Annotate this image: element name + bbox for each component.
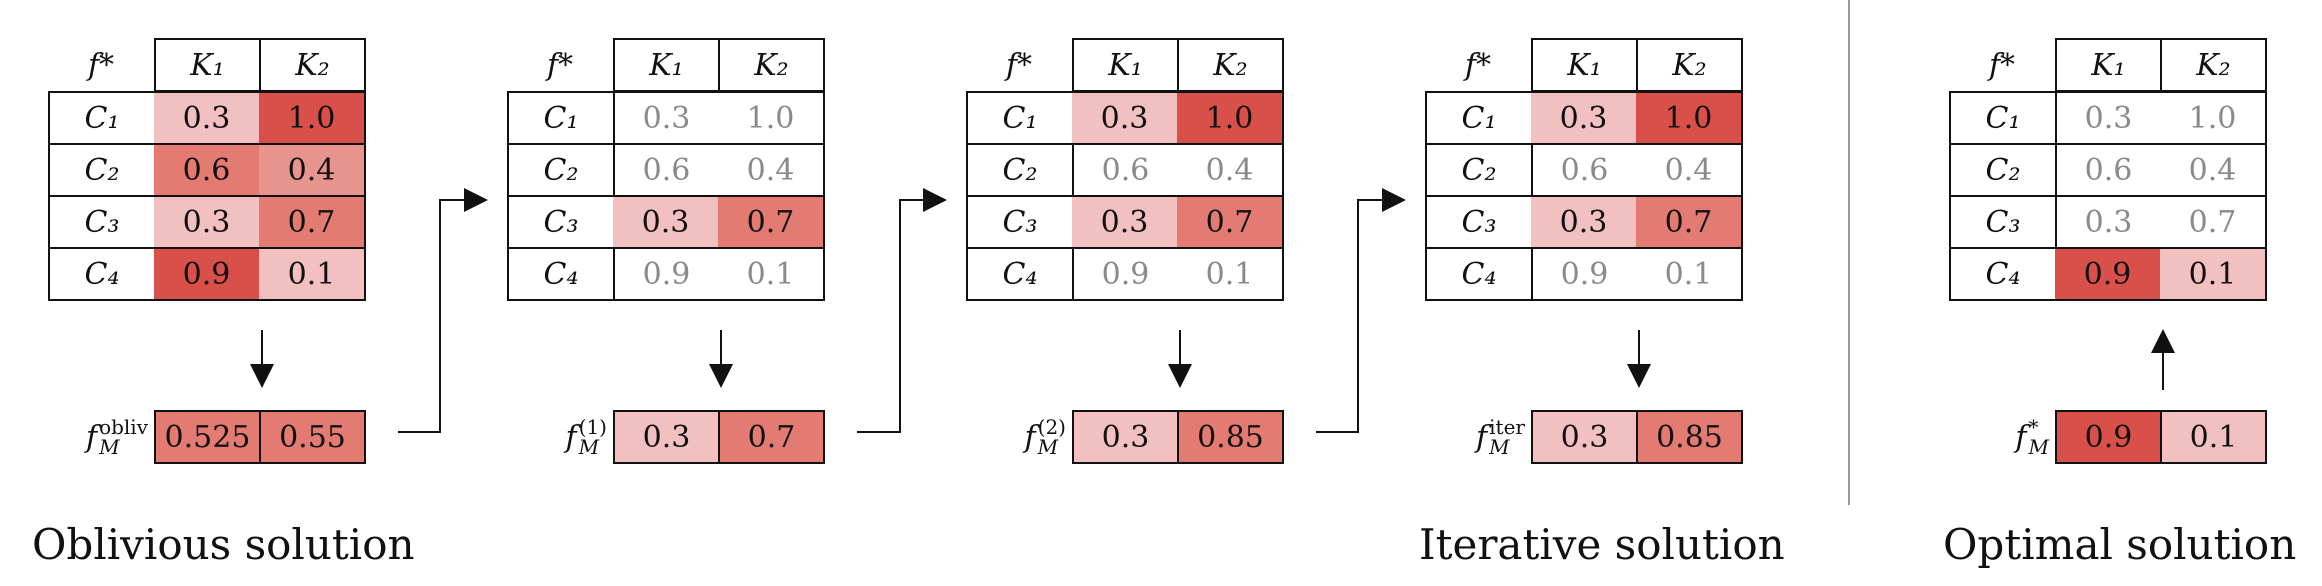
row-label-c3: C₃: [48, 195, 156, 249]
cell-c4-k1: 0.9: [154, 247, 261, 301]
row-label-c1: C₁: [1949, 91, 2057, 145]
corner-label: f*: [1988, 47, 2016, 83]
section-divider: [1848, 0, 1850, 505]
col-header-k2: K₂: [2160, 38, 2267, 92]
caption-optimal: Optimal solution: [1943, 520, 2297, 569]
cell-c3-k1: 0.3: [2055, 195, 2162, 249]
row-label-c2: C₂: [1425, 143, 1533, 197]
cell-c2-k1: 0.6: [613, 143, 720, 197]
cell-c1-k2: 1.0: [1177, 91, 1284, 145]
cell-c1-k1: 0.3: [2055, 91, 2162, 145]
col-header-k1: K₁: [1072, 38, 1179, 92]
col-header-k1: K₁: [2055, 38, 2162, 92]
row-label-c3: C₃: [1425, 195, 1533, 249]
row-label-c2: C₂: [966, 143, 1074, 197]
output-label: f(1)M: [565, 415, 607, 459]
row-label-c3: C₃: [1949, 195, 2057, 249]
cell-c4-k2: 0.1: [718, 247, 825, 301]
elbow-arrow-2: [857, 188, 947, 433]
row-label-c4: C₄: [1425, 247, 1533, 301]
cell-c3-k1: 0.3: [1531, 195, 1638, 249]
row-label-c1: C₁: [48, 91, 156, 145]
cell-c3-k1: 0.3: [154, 195, 261, 249]
row-label-c3: C₃: [507, 195, 615, 249]
row-label-c4: C₄: [1949, 247, 2057, 301]
cell-c2-k2: 0.4: [2160, 143, 2267, 197]
row-label-c4: C₄: [48, 247, 156, 301]
cell-c3-k2: 0.7: [1636, 195, 1743, 249]
row-label-c4: C₄: [507, 247, 615, 301]
row-label-c2: C₂: [507, 143, 615, 197]
col-header-k1: K₁: [1531, 38, 1638, 92]
cell-c2-k1: 0.6: [1072, 143, 1179, 197]
col-header-k2: K₂: [1177, 38, 1284, 92]
row-label-c2: C₂: [48, 143, 156, 197]
elbow-arrow-1: [398, 188, 488, 433]
cell-c1-k1: 0.3: [613, 91, 720, 145]
cell-c1-k2: 1.0: [259, 91, 366, 145]
corner-label: f*: [1005, 47, 1033, 83]
cell-c4-k1: 0.9: [2055, 247, 2162, 301]
row-label-c3: C₃: [966, 195, 1074, 249]
output-k1: 0.3: [613, 410, 720, 464]
output-k2: 0.85: [1636, 410, 1743, 464]
output-k2: 0.1: [2160, 410, 2267, 464]
cell-c3-k2: 0.7: [2160, 195, 2267, 249]
cell-c3-k2: 0.7: [259, 195, 366, 249]
output-label: f(2)M: [1024, 415, 1066, 459]
cell-c1-k1: 0.3: [1531, 91, 1638, 145]
col-header-k2: K₂: [1636, 38, 1743, 92]
corner-label: f*: [1464, 47, 1492, 83]
cell-c3-k2: 0.7: [1177, 195, 1284, 249]
cell-c2-k1: 0.6: [2055, 143, 2162, 197]
cell-c2-k2: 0.4: [1177, 143, 1284, 197]
row-label-c1: C₁: [507, 91, 615, 145]
cell-c4-k2: 0.1: [2160, 247, 2267, 301]
cell-c3-k1: 0.3: [613, 195, 720, 249]
row-label-c2: C₂: [1949, 143, 2057, 197]
col-header-k1: K₁: [154, 38, 261, 92]
cell-c1-k1: 0.3: [1072, 91, 1179, 145]
output-k2: 0.7: [718, 410, 825, 464]
col-header-k2: K₂: [718, 38, 825, 92]
output-k2: 0.85: [1177, 410, 1284, 464]
cell-c3-k1: 0.3: [1072, 195, 1179, 249]
cell-c1-k2: 1.0: [718, 91, 825, 145]
cell-c4-k1: 0.9: [1072, 247, 1179, 301]
cell-c2-k1: 0.6: [154, 143, 261, 197]
cell-c2-k1: 0.6: [1531, 143, 1638, 197]
cell-c4-k2: 0.1: [259, 247, 366, 301]
output-k1: 0.525: [154, 410, 261, 464]
cell-c4-k1: 0.9: [1531, 247, 1638, 301]
cell-c2-k2: 0.4: [259, 143, 366, 197]
elbow-arrow-3: [1316, 188, 1406, 433]
cell-c1-k2: 1.0: [2160, 91, 2267, 145]
corner-label: f*: [546, 47, 574, 83]
output-k2: 0.55: [259, 410, 366, 464]
corner-label: f*: [87, 47, 115, 83]
output-label: f*M: [2015, 415, 2049, 459]
cell-c2-k2: 0.4: [1636, 143, 1743, 197]
cell-c4-k2: 0.1: [1636, 247, 1743, 301]
output-k1: 0.3: [1072, 410, 1179, 464]
cell-c1-k1: 0.3: [154, 91, 261, 145]
cell-c4-k1: 0.9: [613, 247, 720, 301]
cell-c2-k2: 0.4: [718, 143, 825, 197]
output-k1: 0.9: [2055, 410, 2162, 464]
row-label-c1: C₁: [1425, 91, 1533, 145]
col-header-k1: K₁: [613, 38, 720, 92]
row-label-c1: C₁: [966, 91, 1074, 145]
cell-c4-k2: 0.1: [1177, 247, 1284, 301]
row-label-c4: C₄: [966, 247, 1074, 301]
col-header-k2: K₂: [259, 38, 366, 92]
caption-oblivious: Oblivious solution: [32, 520, 415, 569]
cell-c3-k2: 0.7: [718, 195, 825, 249]
output-k1: 0.3: [1531, 410, 1638, 464]
cell-c1-k2: 1.0: [1636, 91, 1743, 145]
caption-iterative: Iterative solution: [1419, 520, 1785, 569]
